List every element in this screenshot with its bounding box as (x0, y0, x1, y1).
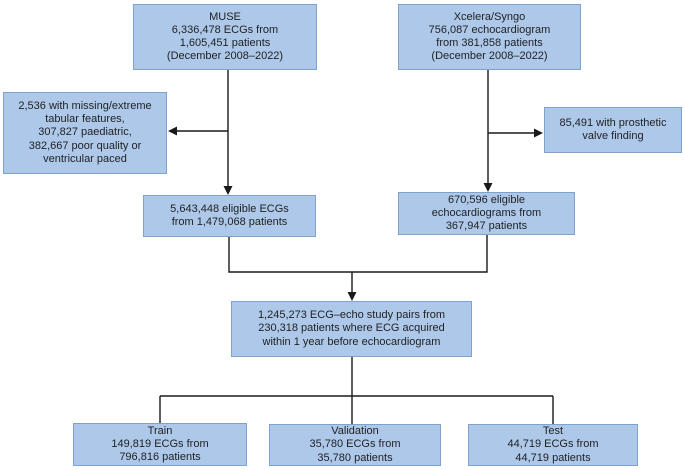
box-eligible-ecgs: 5,643,448 eligible ECGs from 1,479,068 p… (143, 195, 316, 237)
text-line: Xcelera/Syngo (453, 10, 526, 23)
text-line: 2,536 with missing/extreme (18, 99, 152, 112)
text-line: (December 2008–2022) (431, 50, 548, 63)
text-line: valve finding (582, 130, 644, 142)
box-muse-source: MUSE 6,336,478 ECGs from 1,605,451 patie… (133, 4, 317, 70)
text-line: 230,318 patients where ECG acquired (258, 322, 445, 335)
text-line: 149,819 ECGs from (111, 437, 209, 450)
box-xcelera-source: Xcelera/Syngo 756,087 echocardiogram fro… (398, 4, 581, 70)
text-line: 44,719 ECGs from (507, 438, 599, 451)
text-line: 1,245,273 ECG–echo study pairs from (257, 309, 446, 322)
text-line: from 381,858 patients (436, 37, 543, 49)
arrow-join-to-pairs-head (347, 292, 357, 301)
text-line: 382,667 poor quality or (28, 139, 142, 152)
box-validation-split: Validation 35,780 ECGs from 35,780 patie… (269, 424, 441, 466)
text-line: 796,816 patients (119, 451, 201, 464)
text-line: within 1 year before echocardiogram (262, 335, 441, 348)
arrow-muse-to-eligible-head (223, 186, 233, 195)
text-line: Validation (331, 425, 379, 438)
text-line: 44,719 patients (515, 451, 591, 464)
box-ecg-echo-pairs: 1,245,273 ECG–echo study pairs from 230,… (231, 301, 472, 357)
text-line: 670,596 eligible (447, 193, 526, 206)
text-line: 756,087 echocardiogram (428, 23, 551, 36)
text-line: from 1,479,068 patients (171, 216, 288, 228)
join-eligible-connector (228, 235, 488, 273)
text-line: 1,605,451 patients (179, 37, 271, 49)
text-line: Test (542, 425, 564, 438)
text-line: Train (147, 424, 173, 437)
arrow-to-ecg-exclusions-head (168, 126, 177, 136)
text-line: tabular features, (45, 113, 125, 126)
text-line: 307,827 paediatric, (38, 126, 132, 139)
box-excluded-echos: 85,491 with prosthetic valve finding (544, 107, 682, 153)
text-line: 367,947 patients (445, 220, 528, 233)
arrow-to-echo-exclusions-head (534, 128, 543, 138)
box-test-split: Test 44,719 ECGs from 44,719 patients (468, 424, 638, 466)
text-line: 85,491 with prosthetic (559, 116, 667, 129)
box-excluded-ecgs: 2,536 with missing/extreme tabular featu… (3, 92, 167, 174)
text-line: 35,780 patients (317, 451, 393, 464)
text-line: (December 2008–2022) (166, 50, 284, 63)
box-train-split: Train 149,819 ECGs from 796,816 patients (73, 423, 247, 466)
box-eligible-echos: 670,596 eligible echocardiograms from 36… (398, 192, 575, 235)
text-line: ventricular paced (43, 152, 127, 165)
text-line: echocardiograms from (431, 206, 542, 219)
text-line: MUSE (209, 10, 241, 23)
text-line: 35,780 ECGs from (309, 438, 401, 451)
arrow-xcelera-to-eligible-head (483, 183, 493, 192)
text-line: 6,336,478 ECGs from (171, 23, 279, 36)
text-line: 5,643,448 eligible ECGs (170, 202, 289, 215)
